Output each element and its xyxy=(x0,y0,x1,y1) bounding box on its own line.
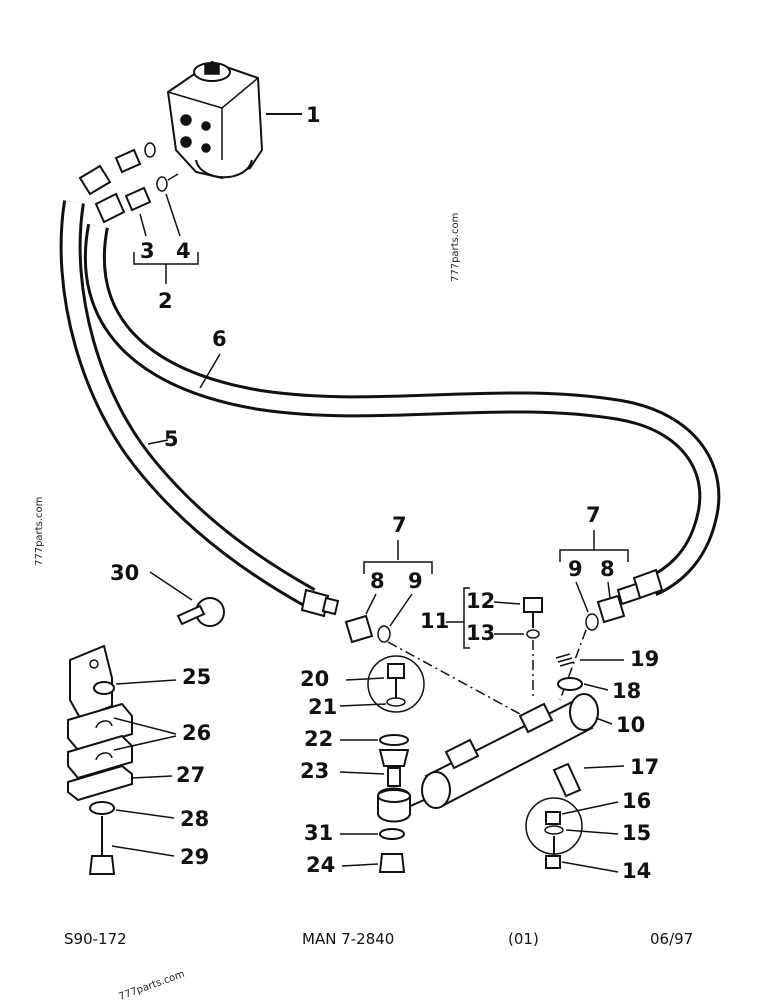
date: 06/97 xyxy=(650,930,693,948)
hose-clamp xyxy=(176,597,225,627)
leader-24 xyxy=(341,863,379,867)
pin-17-washer-18-spring-19 xyxy=(552,653,583,798)
leader-15 xyxy=(565,829,619,835)
hose-5 xyxy=(59,164,340,618)
callout-1: 1 xyxy=(306,103,321,127)
leader-26a xyxy=(113,717,177,735)
steering-cylinder xyxy=(377,693,599,823)
leader-27 xyxy=(131,775,173,779)
leader-16 xyxy=(561,801,619,815)
leader-23 xyxy=(339,771,385,775)
callout-23: 23 xyxy=(300,759,329,783)
bolt-12-washer-13 xyxy=(523,597,543,639)
leader-25 xyxy=(115,679,177,685)
leader-30 xyxy=(149,571,193,601)
bracket-11 xyxy=(463,587,470,649)
watermark-right: 777parts.com xyxy=(450,213,461,282)
callout-29: 29 xyxy=(180,845,209,869)
callout-2: 2 xyxy=(158,289,173,313)
callout-19: 19 xyxy=(630,647,659,671)
callout-21: 21 xyxy=(308,695,337,719)
leader-17 xyxy=(583,765,625,769)
leader-28 xyxy=(115,809,175,819)
leader-6 xyxy=(199,353,221,389)
right-cylinder-fittings xyxy=(585,594,626,631)
watermark-bottom: 777parts.com xyxy=(117,969,186,1000)
callout-30: 30 xyxy=(110,561,139,585)
callout-17: 17 xyxy=(630,755,659,779)
leader-4 xyxy=(165,193,181,237)
bracket-7-left xyxy=(363,561,433,574)
callout-8-right: 8 xyxy=(600,557,615,581)
leader-18 xyxy=(583,683,609,691)
bracket-7-right xyxy=(559,549,629,562)
callout-12: 12 xyxy=(466,589,495,613)
leader-8-right xyxy=(607,581,611,599)
callout-6: 6 xyxy=(212,327,227,351)
callout-7-right: 7 xyxy=(586,503,601,527)
callout-22: 22 xyxy=(304,727,333,751)
callout-11: 11 xyxy=(420,609,449,633)
revision: (01) xyxy=(508,930,539,948)
callout-18: 18 xyxy=(612,679,641,703)
callout-9-left: 9 xyxy=(408,569,423,593)
leader-10 xyxy=(595,717,613,725)
leader-3 xyxy=(139,213,147,237)
callout-26: 26 xyxy=(182,721,211,745)
figure-code: S90-172 xyxy=(64,930,127,948)
alignment-line-left xyxy=(387,641,521,715)
hose-6 xyxy=(83,192,721,606)
callout-24: 24 xyxy=(306,853,335,877)
leader-12 xyxy=(493,601,521,605)
steering-valve xyxy=(166,60,264,180)
leader-9-left xyxy=(389,593,413,627)
watermark-left: 777parts.com xyxy=(34,497,45,566)
clamp-bracket-assembly xyxy=(67,644,133,875)
callout-4: 4 xyxy=(176,239,191,263)
leader-5 xyxy=(147,439,169,445)
callout-14: 14 xyxy=(622,859,651,883)
callout-28: 28 xyxy=(180,807,209,831)
callout-7-left: 7 xyxy=(392,513,407,537)
leader-9-right xyxy=(575,581,589,613)
leader-21 xyxy=(339,703,387,707)
callout-8-left: 8 xyxy=(370,569,385,593)
adapter-fittings xyxy=(114,142,179,212)
callout-15: 15 xyxy=(622,821,651,845)
callout-5: 5 xyxy=(164,427,179,451)
callout-16: 16 xyxy=(622,789,651,813)
bolt-group-20-24 xyxy=(367,655,425,873)
leader-29 xyxy=(111,845,175,857)
leader-8-left xyxy=(365,593,377,615)
callout-31: 31 xyxy=(304,821,333,845)
callout-3: 3 xyxy=(140,239,155,263)
bolt-group-14-16 xyxy=(525,797,583,869)
callout-27: 27 xyxy=(176,763,205,787)
callout-9-right: 9 xyxy=(568,557,583,581)
callout-20: 20 xyxy=(300,667,329,691)
callout-25: 25 xyxy=(182,665,211,689)
manual-number: MAN 7-2840 xyxy=(302,930,394,948)
leader-26b xyxy=(113,735,177,751)
callout-10: 10 xyxy=(616,713,645,737)
leader-20 xyxy=(345,677,385,681)
left-cylinder-fittings xyxy=(344,614,391,644)
leader-14 xyxy=(561,861,619,873)
callout-13: 13 xyxy=(466,621,495,645)
